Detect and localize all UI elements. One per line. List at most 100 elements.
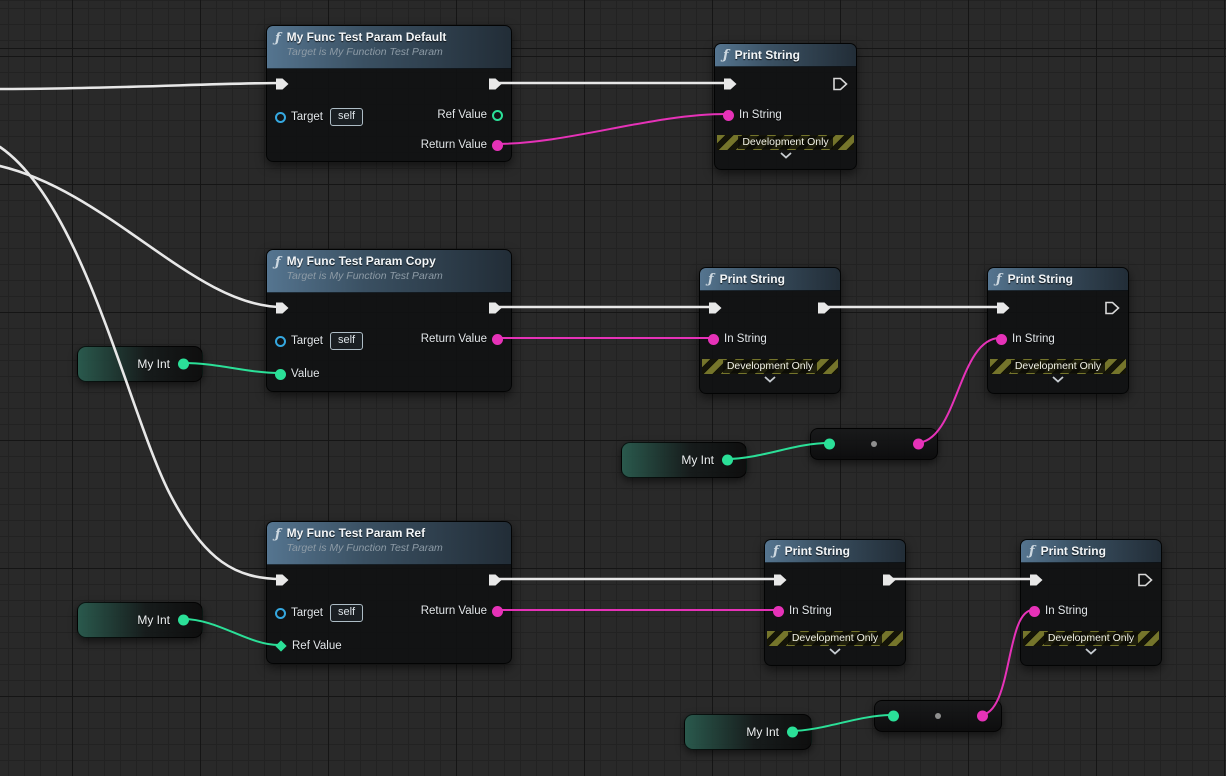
expand-advanced-pins-button[interactable]: [700, 375, 840, 384]
wire-exec-entry-default[interactable]: [0, 81, 284, 91]
exec-out-pin[interactable]: [817, 301, 832, 315]
in-string-row: In String: [723, 109, 782, 121]
value-pin-label: Value: [291, 368, 320, 380]
exec-in-pin[interactable]: [996, 301, 1011, 315]
my-int-out-pin[interactable]: [722, 454, 733, 466]
node-my-func-test-param-default[interactable]: ƒ My Func Test Param Default Target is M…: [266, 25, 512, 162]
in-string-row: In String: [1029, 605, 1088, 617]
return-value-out-row: Return Value: [421, 605, 503, 617]
exec-in-pin[interactable]: [708, 301, 723, 315]
node-get-my-int-3[interactable]: My Int: [77, 602, 203, 638]
exec-in-pin[interactable]: [723, 77, 738, 91]
ref-value-out-pin[interactable]: [492, 109, 503, 121]
node-print-string-5[interactable]: ƒ Print String In String Development Onl…: [1020, 539, 1162, 666]
target-self-field[interactable]: self: [329, 108, 364, 126]
exec-out-pin[interactable]: [833, 77, 848, 91]
node-title: My Func Test Param Copy: [286, 254, 436, 268]
node-header[interactable]: ƒ Print String: [988, 268, 1128, 291]
conv-out-pin[interactable]: [977, 710, 988, 722]
exec-out-pin[interactable]: [488, 301, 503, 315]
ref-value-out-row: Ref Value: [437, 109, 503, 121]
node-conv-int-to-string-1[interactable]: [810, 428, 938, 460]
node-header[interactable]: ƒ Print String: [1021, 540, 1161, 563]
node-print-string-3[interactable]: ƒ Print String In String Development Onl…: [987, 267, 1129, 394]
node-get-my-int-1[interactable]: My Int: [77, 346, 203, 382]
in-string-pin[interactable]: [1029, 605, 1040, 617]
node-header[interactable]: ƒ Print String: [765, 540, 905, 563]
chevron-down-icon: [1052, 376, 1064, 383]
target-pin[interactable]: [275, 111, 286, 123]
in-string-row: In String: [773, 605, 832, 617]
node-get-my-int-4[interactable]: My Int: [684, 714, 812, 750]
node-print-string-1[interactable]: ƒ Print String In String Development Onl…: [714, 43, 857, 170]
in-string-pin[interactable]: [996, 333, 1007, 345]
function-icon: ƒ: [723, 47, 729, 63]
node-title: Print String: [719, 271, 785, 286]
function-icon: ƒ: [275, 527, 281, 542]
variable-name: My Int: [137, 613, 170, 627]
node-conv-int-to-string-2[interactable]: [874, 700, 1002, 732]
exec-in-pin[interactable]: [773, 573, 788, 587]
my-int-out-pin[interactable]: [787, 726, 798, 738]
expand-advanced-pins-button[interactable]: [765, 647, 905, 656]
ref-value-in-pin[interactable]: [275, 640, 287, 652]
target-pin[interactable]: [275, 335, 286, 347]
exec-out-pin[interactable]: [1105, 301, 1120, 315]
chevron-down-icon: [1085, 648, 1097, 655]
exec-in-pin[interactable]: [275, 573, 290, 587]
exec-in-pin[interactable]: [1029, 573, 1044, 587]
function-icon: ƒ: [1029, 543, 1035, 559]
variable-name: My Int: [137, 357, 170, 371]
return-value-out-pin[interactable]: [492, 605, 503, 617]
wire-exec-entry-copy[interactable]: [0, 164, 284, 309]
exec-out-pin[interactable]: [882, 573, 897, 587]
function-icon: ƒ: [773, 543, 779, 559]
in-string-pin[interactable]: [723, 109, 734, 121]
return-value-pin-label: Return Value: [420, 605, 487, 617]
return-value-pin-label: Return Value: [420, 139, 487, 151]
exec-out-pin[interactable]: [1138, 573, 1153, 587]
chevron-down-icon: [764, 376, 776, 383]
node-header[interactable]: ƒ My Func Test Param Default Target is M…: [267, 26, 511, 69]
development-only-banner: Development Only: [990, 359, 1126, 374]
my-int-out-pin[interactable]: [178, 358, 189, 370]
node-print-string-4[interactable]: ƒ Print String In String Development Onl…: [764, 539, 906, 666]
in-string-pin[interactable]: [773, 605, 784, 617]
expand-advanced-pins-button[interactable]: [715, 151, 856, 160]
function-icon: ƒ: [275, 31, 281, 46]
target-pin-label: Target: [291, 111, 323, 123]
in-string-pin[interactable]: [708, 333, 719, 345]
node-my-func-test-param-copy[interactable]: ƒ My Func Test Param Copy Target is My F…: [266, 249, 512, 392]
conv-in-pin[interactable]: [888, 710, 899, 722]
target-self-field[interactable]: self: [329, 604, 364, 622]
expand-advanced-pins-button[interactable]: [988, 375, 1128, 384]
node-header[interactable]: ƒ My Func Test Param Ref Target is My Fu…: [267, 522, 511, 565]
node-header[interactable]: ƒ My Func Test Param Copy Target is My F…: [267, 250, 511, 293]
function-icon: ƒ: [996, 271, 1002, 287]
expand-advanced-pins-button[interactable]: [1021, 647, 1161, 656]
conv-in-pin[interactable]: [824, 438, 835, 450]
development-only-banner: Development Only: [717, 135, 854, 150]
return-value-out-pin[interactable]: [492, 139, 503, 151]
node-header[interactable]: ƒ Print String: [715, 44, 856, 67]
node-subtitle: Target is My Function Test Param: [286, 46, 443, 58]
exec-out-pin[interactable]: [488, 573, 503, 587]
target-self-field[interactable]: self: [329, 332, 364, 350]
node-header[interactable]: ƒ Print String: [700, 268, 840, 291]
exec-in-pin[interactable]: [275, 77, 290, 91]
node-print-string-2[interactable]: ƒ Print String In String Development Onl…: [699, 267, 841, 394]
in-string-row: In String: [708, 333, 767, 345]
wire-string-default-return-to-print1[interactable]: [493, 113, 728, 145]
return-value-out-pin[interactable]: [492, 333, 503, 345]
value-in-pin[interactable]: [275, 368, 286, 380]
return-value-pin-label: Return Value: [420, 333, 487, 345]
exec-out-pin[interactable]: [488, 77, 503, 91]
node-get-my-int-2[interactable]: My Int: [621, 442, 747, 478]
my-int-out-pin[interactable]: [178, 614, 189, 626]
node-my-func-test-param-ref[interactable]: ƒ My Func Test Param Ref Target is My Fu…: [266, 521, 512, 664]
target-pin-label: Target: [291, 607, 323, 619]
exec-in-pin[interactable]: [275, 301, 290, 315]
target-pin[interactable]: [275, 607, 286, 619]
conv-out-pin[interactable]: [913, 438, 924, 450]
